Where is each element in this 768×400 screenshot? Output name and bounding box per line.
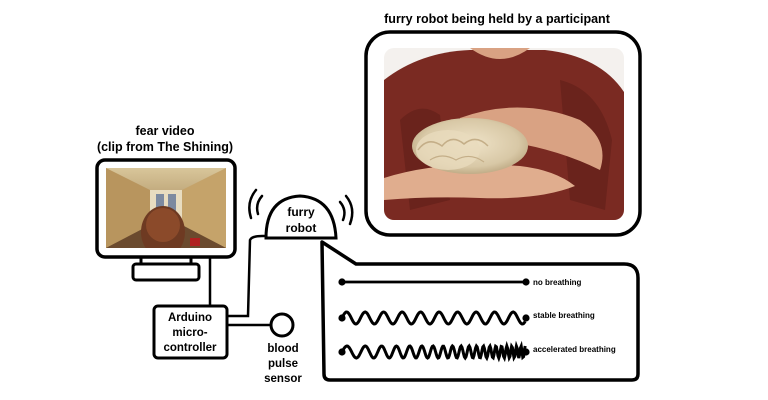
arduino-box bbox=[152, 304, 229, 360]
stable-breathing-label: stable breathing bbox=[533, 311, 595, 320]
robot-label-line2: robot bbox=[286, 221, 317, 235]
sensor-label-line1: blood bbox=[267, 343, 298, 355]
accelerated-breathing-label: accelerated breathing bbox=[533, 345, 616, 354]
video-monitor bbox=[95, 158, 237, 282]
participant-photo bbox=[364, 30, 642, 237]
pulse-sensor-icon bbox=[269, 312, 295, 338]
no-breathing-line bbox=[338, 278, 530, 286]
arduino-label-line3: controller bbox=[163, 342, 217, 354]
furry-robot-icon bbox=[248, 188, 354, 240]
breathing-panel bbox=[320, 240, 640, 382]
sensor-label-line3: sensor bbox=[264, 373, 302, 385]
monitor-to-arduino-wire bbox=[208, 257, 228, 312]
arduino-to-robot-wire bbox=[228, 234, 268, 318]
photo-caption: furry robot being held by a participant bbox=[384, 12, 611, 26]
stable-breathing-wave bbox=[338, 310, 530, 326]
robot-label-line1: furry bbox=[287, 205, 315, 219]
video-frame bbox=[106, 168, 226, 248]
sensor-label-line2: pulse bbox=[268, 358, 298, 370]
video-subtitle: (clip from The Shining) bbox=[97, 140, 233, 154]
no-breathing-label: no breathing bbox=[533, 278, 582, 287]
arduino-label-line2: micro- bbox=[172, 327, 207, 339]
accelerated-breathing-wave bbox=[338, 340, 530, 363]
arduino-label-line1: Arduino bbox=[168, 312, 212, 324]
video-title: fear video bbox=[135, 124, 194, 138]
